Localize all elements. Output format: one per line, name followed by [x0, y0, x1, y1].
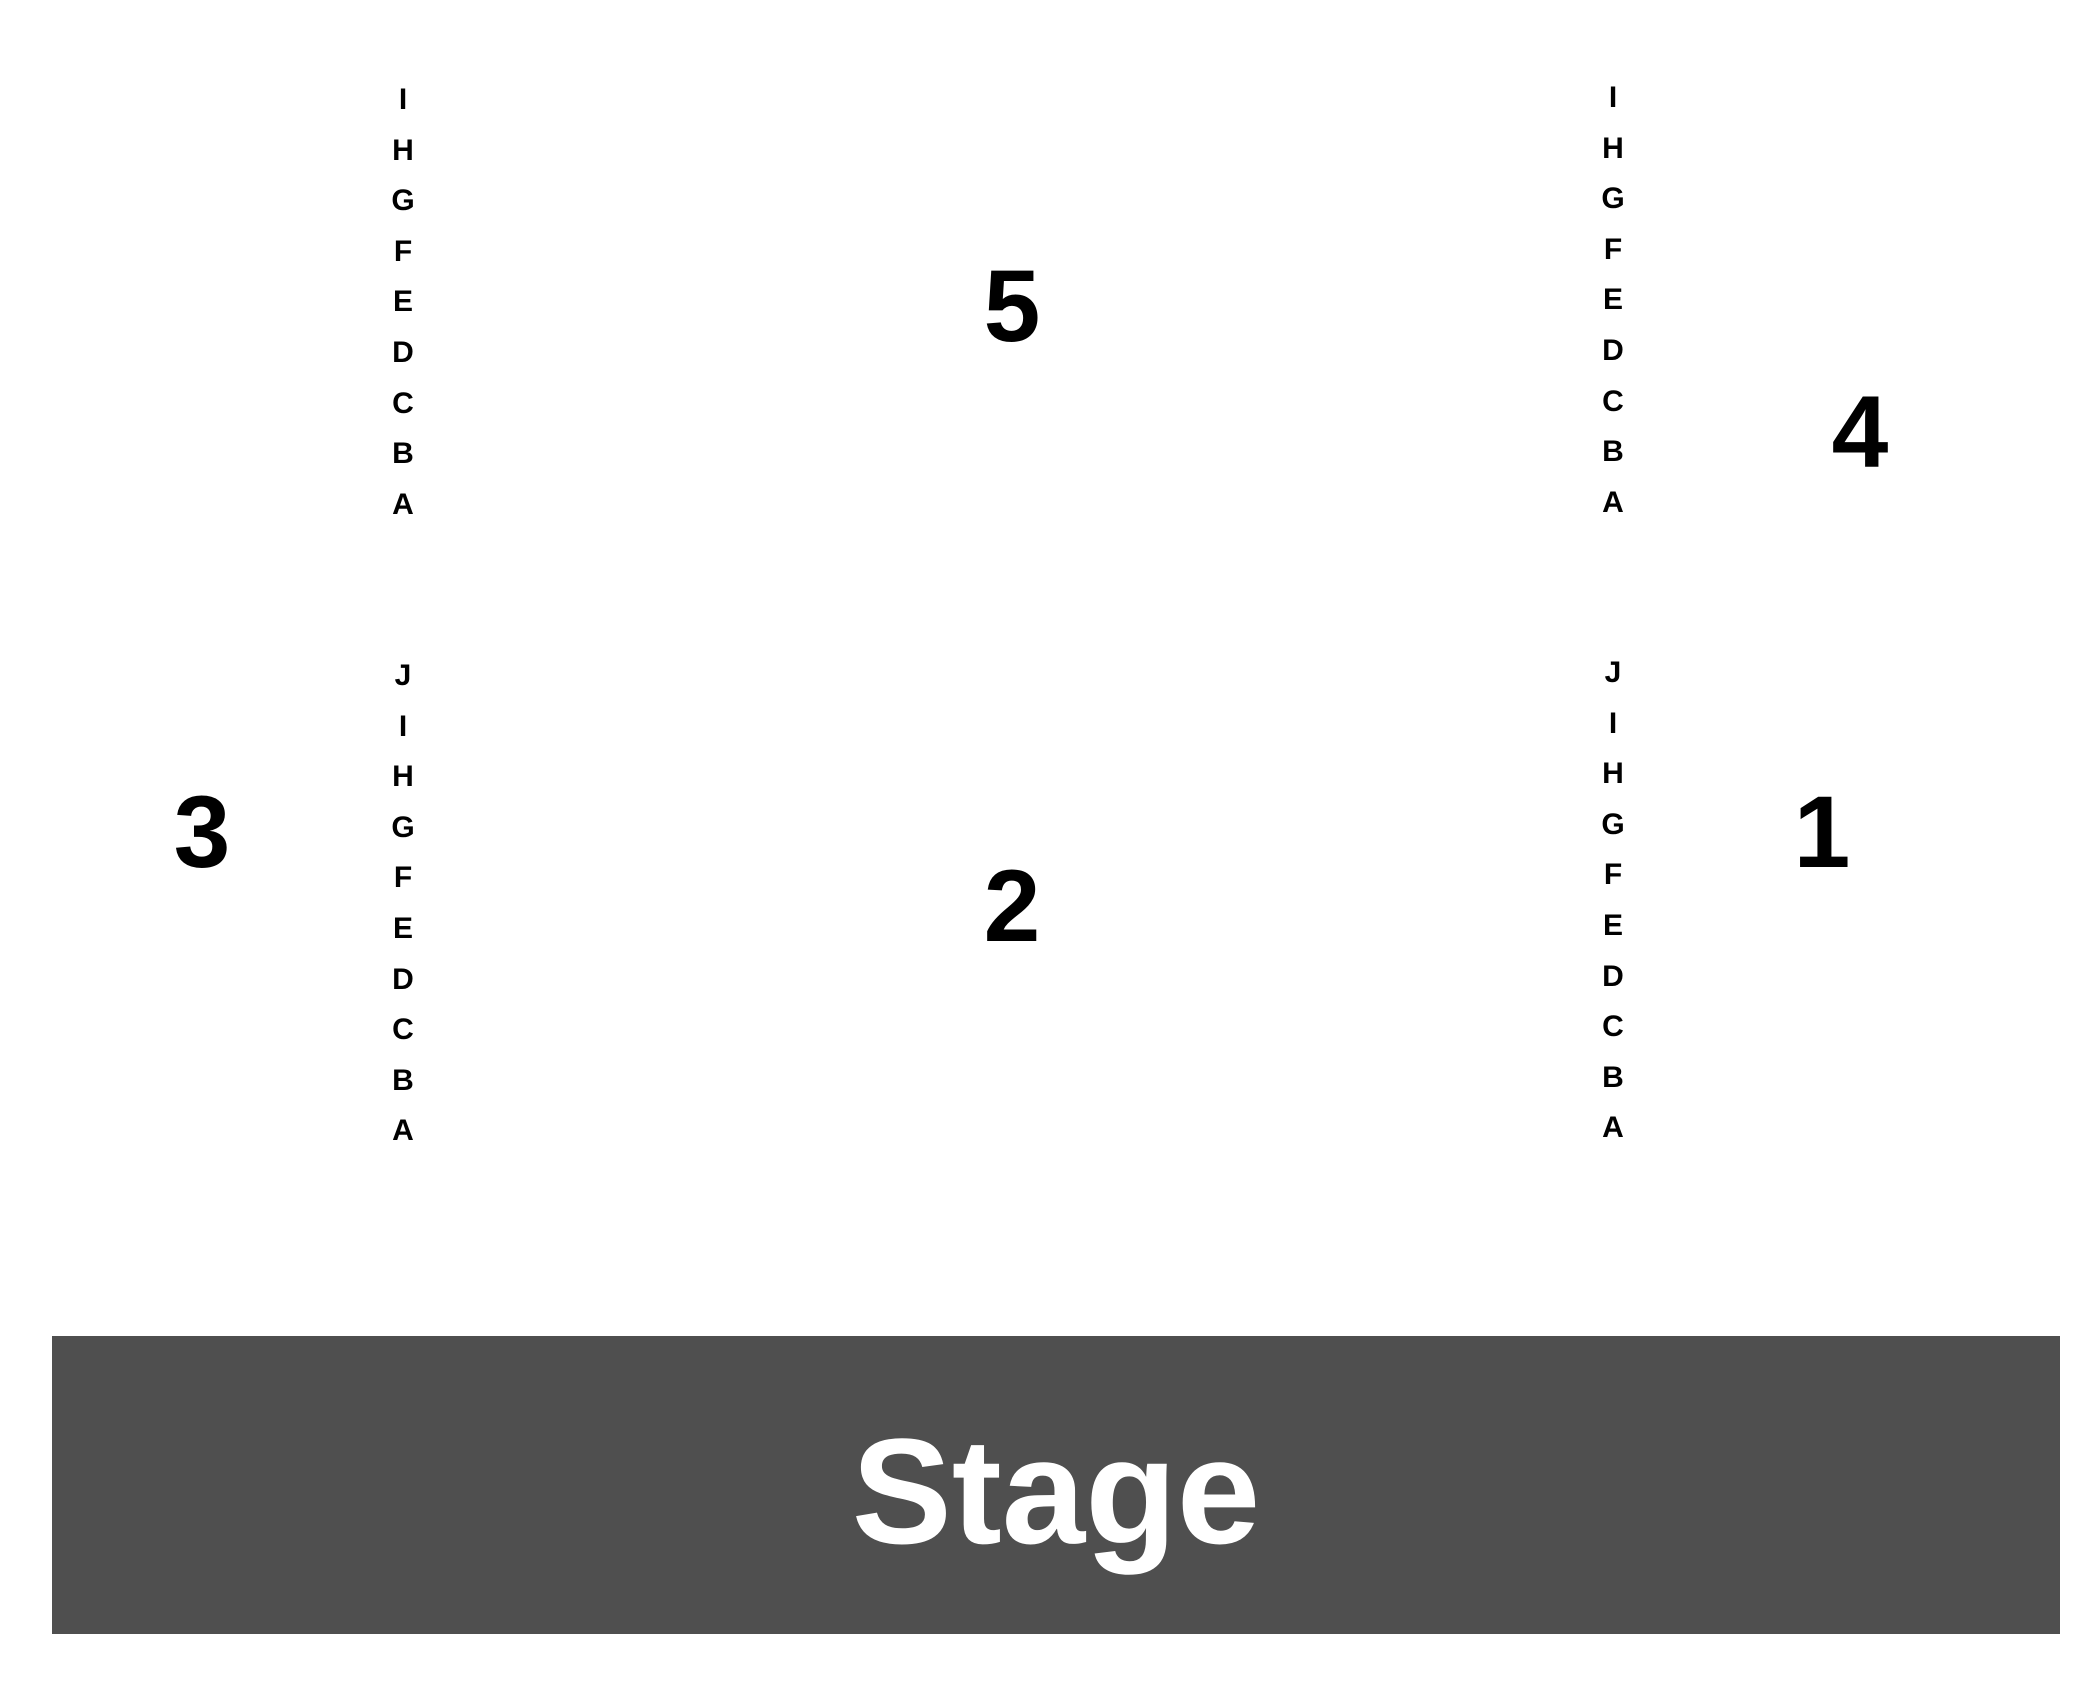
- row-label-a: A: [392, 1114, 414, 1148]
- row-label-b: B: [1602, 1060, 1624, 1094]
- row-label-f: F: [393, 234, 413, 268]
- row-label-i: I: [398, 83, 408, 116]
- row-label-h: H: [1602, 757, 1624, 791]
- row-label-f: F: [393, 861, 413, 895]
- row-label-g: G: [1601, 182, 1625, 216]
- row-label-d: D: [392, 962, 414, 996]
- row-label-j: J: [394, 659, 412, 692]
- row-label-a: A: [1602, 1111, 1624, 1145]
- row-label-d: D: [1602, 333, 1624, 367]
- row-label-c: C: [1602, 384, 1624, 418]
- row-label-i: I: [1608, 706, 1618, 740]
- section-2-label[interactable]: 2: [983, 849, 1041, 963]
- section-1-label[interactable]: 1: [1793, 775, 1851, 889]
- row-label-f: F: [1603, 858, 1623, 892]
- row-label-a: A: [1602, 485, 1624, 519]
- row-label-g: G: [391, 810, 415, 844]
- row-label-d: D: [1602, 959, 1624, 993]
- row-label-b: B: [1602, 435, 1624, 469]
- stage: Stage: [52, 1336, 2060, 1634]
- row-label-i: I: [398, 709, 408, 743]
- row-label-d: D: [392, 335, 414, 369]
- row-label-h: H: [1602, 131, 1624, 165]
- row-label-f: F: [1603, 232, 1623, 266]
- row-label-c: C: [392, 1013, 414, 1047]
- row-label-e: E: [1602, 283, 1623, 317]
- stage-label: Stage: [851, 1406, 1261, 1575]
- row-label-e: E: [392, 285, 413, 319]
- row-label-e: E: [1602, 908, 1623, 942]
- row-label-b: B: [392, 1063, 414, 1097]
- section-3-label[interactable]: 3: [173, 775, 231, 889]
- row-label-i: I: [1608, 81, 1618, 114]
- row-label-h: H: [392, 133, 414, 167]
- row-label-h: H: [392, 760, 414, 794]
- row-label-g: G: [1601, 807, 1625, 841]
- row-label-b: B: [392, 437, 414, 471]
- row-label-a: A: [392, 487, 414, 521]
- section-5-label[interactable]: 5: [983, 249, 1041, 363]
- row-label-j: J: [1604, 656, 1622, 689]
- row-label-c: C: [1602, 1010, 1624, 1044]
- row-label-e: E: [392, 911, 413, 945]
- row-label-g: G: [391, 184, 415, 218]
- row-label-c: C: [392, 386, 414, 420]
- section-4-label[interactable]: 4: [1831, 375, 1889, 489]
